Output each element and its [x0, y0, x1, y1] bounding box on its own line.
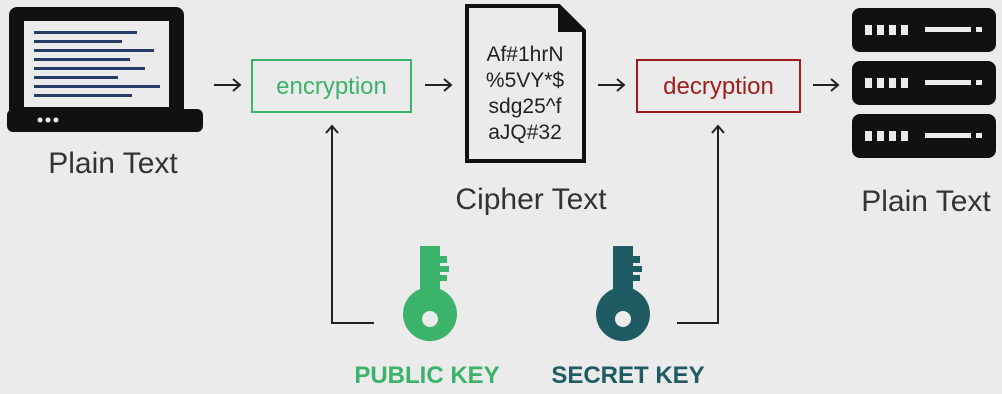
secret-key-arrow	[677, 124, 725, 324]
document-icon	[465, 3, 587, 163]
cipher-line-3: sdg25^f	[489, 95, 562, 118]
encryption-box: encryption	[251, 59, 412, 113]
cipher-line-2: %5VY*$	[486, 69, 565, 92]
arrow-decryption-to-server	[813, 78, 840, 92]
cipher-line-4: aJQ#32	[488, 121, 562, 144]
source-plain-text-label: Plain Text	[48, 147, 178, 180]
arrow-encryption-to-cipher	[425, 78, 453, 92]
decryption-box: decryption	[636, 59, 801, 113]
secret-key-icon	[595, 246, 650, 342]
secret-key-label: SECRET KEY	[551, 362, 704, 389]
public-key-icon	[402, 246, 457, 342]
decryption-label: decryption	[663, 73, 774, 100]
arrow-cipher-to-decryption	[598, 78, 626, 92]
arrow-laptop-to-encryption	[214, 78, 242, 92]
server-icon	[852, 8, 996, 158]
target-plain-text-label: Plain Text	[861, 185, 991, 218]
cipher-text-label: Cipher Text	[455, 183, 607, 216]
public-key-arrow	[325, 124, 374, 324]
laptop-icon	[7, 7, 203, 132]
encryption-label: encryption	[276, 73, 387, 100]
public-key-label: PUBLIC KEY	[354, 362, 499, 389]
cipher-line-1: Af#1hrN	[486, 43, 563, 66]
